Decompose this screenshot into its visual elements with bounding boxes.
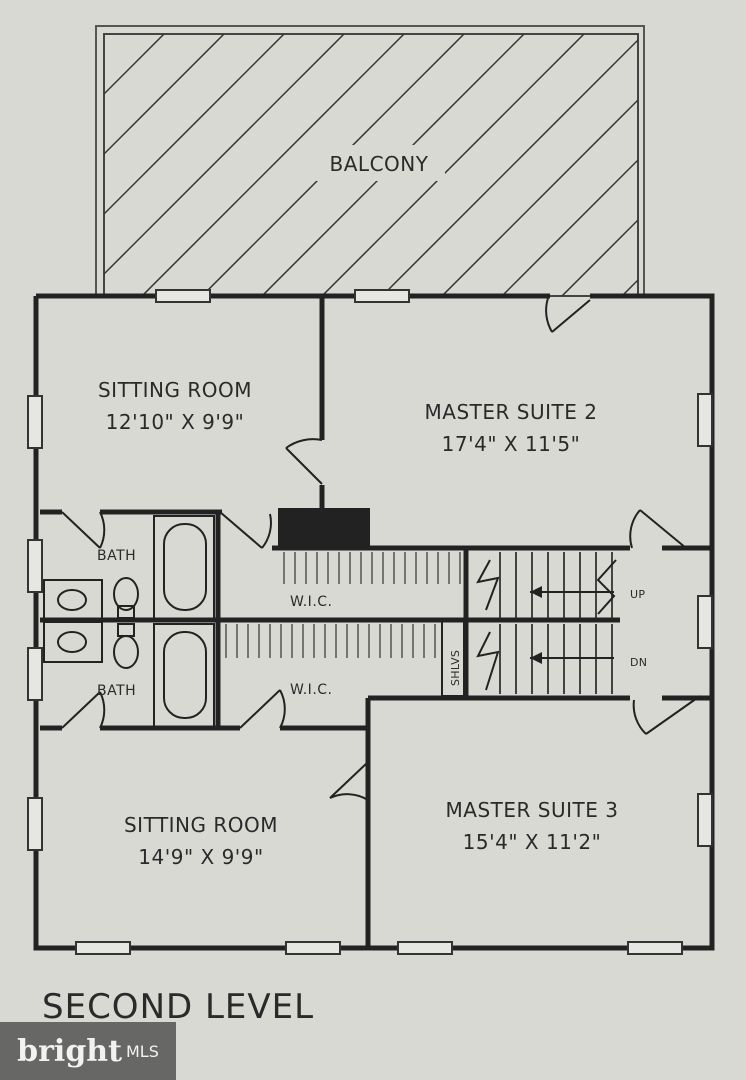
level-title: SECOND LEVEL bbox=[42, 987, 314, 1027]
interior-walls bbox=[40, 297, 712, 948]
exterior-walls bbox=[33, 293, 715, 951]
wic-1-label: W.I.C. bbox=[290, 594, 333, 610]
closet-shelving bbox=[225, 552, 461, 658]
wic-2-label: W.I.C. bbox=[290, 682, 333, 698]
sitting-room-1-size: 12'10" X 9'9" bbox=[106, 410, 245, 434]
bath-1-label: BATH bbox=[97, 548, 136, 564]
stairs-down-label: DN bbox=[630, 656, 647, 669]
bath-fixtures bbox=[43, 515, 215, 729]
sitting-room-1-name: SITTING ROOM bbox=[98, 378, 252, 402]
stair-arrows bbox=[476, 559, 617, 691]
master-suite-2-size: 17'4" X 11'5" bbox=[442, 432, 581, 456]
balcony-area: BALCONY bbox=[95, 25, 645, 297]
sitting-room-2-name: SITTING ROOM bbox=[124, 813, 278, 837]
sitting-room-2-size: 14'9" X 9'9" bbox=[138, 845, 263, 869]
watermark-brand: bright bbox=[17, 1033, 122, 1069]
balcony-label: BALCONY bbox=[330, 152, 429, 176]
staircase bbox=[499, 552, 613, 694]
stairs-up-label: UP bbox=[630, 588, 645, 601]
bath-2-label: BATH bbox=[97, 683, 136, 699]
windows bbox=[27, 289, 713, 955]
master-suite-2-name: MASTER SUITE 2 bbox=[425, 400, 598, 424]
master-suite-3-size: 15'4" X 11'2" bbox=[463, 830, 602, 854]
bright-mls-watermark: bright MLS bbox=[0, 1022, 176, 1080]
master-suite-3-name: MASTER SUITE 3 bbox=[446, 798, 619, 822]
watermark-suffix: MLS bbox=[125, 1041, 159, 1061]
shelves-label: SHLVS bbox=[449, 650, 462, 686]
